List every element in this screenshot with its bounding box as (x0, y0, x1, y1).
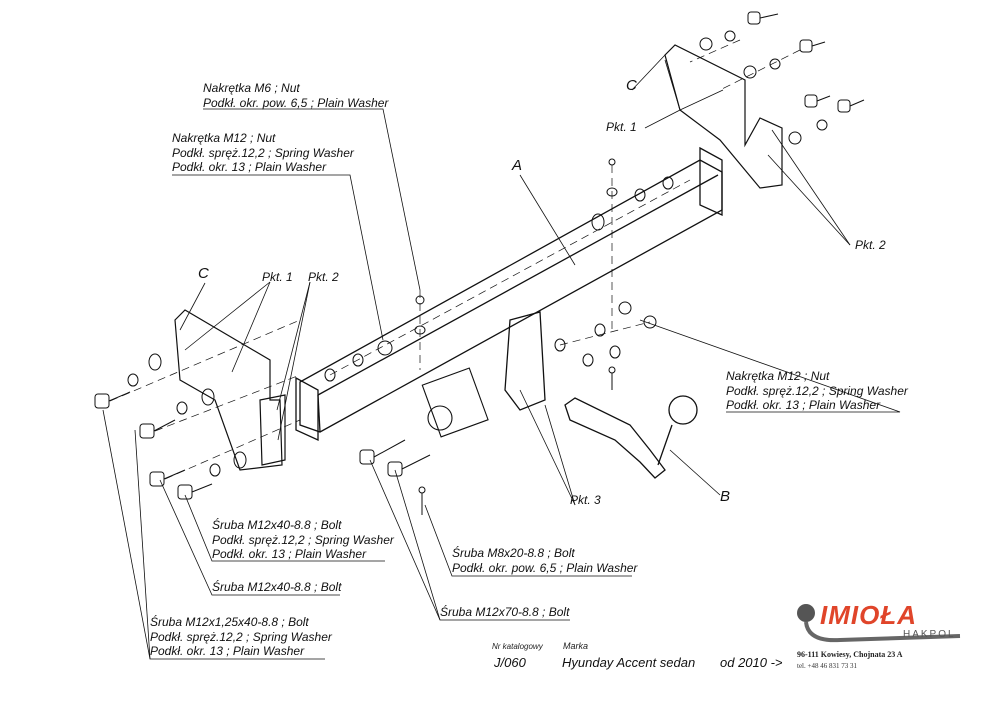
callout-line: Podkł. okr. 13 ; Plain Washer (726, 398, 881, 412)
ball-part-b (564, 395, 698, 479)
callout-line: Śruba M12x40-8.8 ; Bolt (212, 580, 342, 594)
vehicle-make: Hyunday Accent sedan (562, 655, 696, 670)
callout-line: Śruba M12x1,25x40-8.8 ; Bolt (150, 615, 309, 629)
callout-line: Podkł. okr. 13 ; Plain Washer (150, 644, 305, 658)
logo-ball-mark (797, 604, 961, 643)
callout-bolt-m12x40-b: Śruba M12x40-8.8 ; Bolt (212, 580, 341, 595)
callout-nut-m6: Nakrętka M6 ; Nut Podkł. okr. pow. 6,5 ;… (203, 81, 388, 110)
socket-plate (421, 367, 489, 438)
bracket-right (664, 44, 783, 189)
dash-axes (109, 39, 801, 480)
callout-line: Nakrętka M12 ; Nut (172, 131, 276, 145)
callout-line: Śruba M12x40-8.8 ; Bolt (212, 518, 342, 532)
callout-line: Podkł. okr. 13 ; Plain Washer (172, 160, 327, 174)
bracket-left (174, 309, 286, 471)
catalog-label: Nr katalogowy (492, 642, 543, 651)
callout-line: Podkł. spręż.12,2 ; Spring Washer (172, 145, 354, 160)
fasteners (94, 11, 865, 515)
company-logo: IMIOŁA (820, 600, 917, 630)
callout-line: Podkł. okr. pow. 6,5 ; Plain Washer (203, 95, 389, 110)
part-label-b: B (720, 488, 731, 505)
point-label-pkt3: Pkt. 3 (570, 493, 601, 507)
callout-nut-m12-left: Nakrętka M12 ; Nut Podkł. spręż.12,2 ; S… (172, 131, 354, 175)
callout-bolt-m8x20: Śruba M8x20-8.8 ; Bolt Podkł. okr. pow. … (452, 546, 637, 575)
callout-bolt-m12x70: Śruba M12x70-8.8 ; Bolt (440, 605, 569, 620)
callout-line: Śruba M8x20-8.8 ; Bolt (452, 546, 575, 560)
point-label-pkt2-left: Pkt. 2 (308, 270, 339, 284)
beam-part-a (295, 146, 723, 442)
callout-line: Nakrętka M12 ; Nut (726, 369, 830, 383)
callout-line: Nakrętka M6 ; Nut (203, 81, 300, 95)
callout-line: Podkł. spręż.12,2 ; Spring Washer (726, 383, 908, 398)
catalog-number: J/060 (494, 655, 526, 670)
callout-line: Podkł. spręż.12,2 ; Spring Washer (212, 532, 394, 547)
part-label-c-top: C (626, 77, 637, 94)
point-label-pkt1-left: Pkt. 1 (262, 270, 293, 284)
callout-bolt-m12x40-a: Śruba M12x40-8.8 ; Bolt Podkł. spręż.12,… (212, 518, 394, 562)
callout-bolt-m12x125: Śruba M12x1,25x40-8.8 ; Bolt Podkł. sprę… (150, 615, 332, 659)
part-label-c-left: C (198, 265, 209, 282)
company-address: 96-111 Kowiesy, Chojnata 23 A (797, 650, 903, 659)
point-label-pkt2-right: Pkt. 2 (855, 238, 886, 252)
point-label-pkt1-top: Pkt. 1 (606, 120, 637, 134)
company-phone: tel. +48 46 831 73 31 (797, 662, 857, 670)
callout-line: Podkł. okr. pow. 6,5 ; Plain Washer (452, 560, 638, 575)
callout-line: Śruba M12x70-8.8 ; Bolt (440, 605, 570, 619)
part-label-a: A (512, 157, 523, 174)
company-logo-sub: HAKPOL (903, 629, 956, 640)
callout-line: Podkł. spręż.12,2 ; Spring Washer (150, 629, 332, 644)
callout-nut-m12-right: Nakrętka M12 ; Nut Podkł. spręż.12,2 ; S… (726, 369, 908, 413)
callout-line: Podkł. okr. 13 ; Plain Washer (212, 547, 367, 561)
model-year: od 2010 -> (720, 655, 783, 670)
make-label: Marka (563, 641, 589, 651)
